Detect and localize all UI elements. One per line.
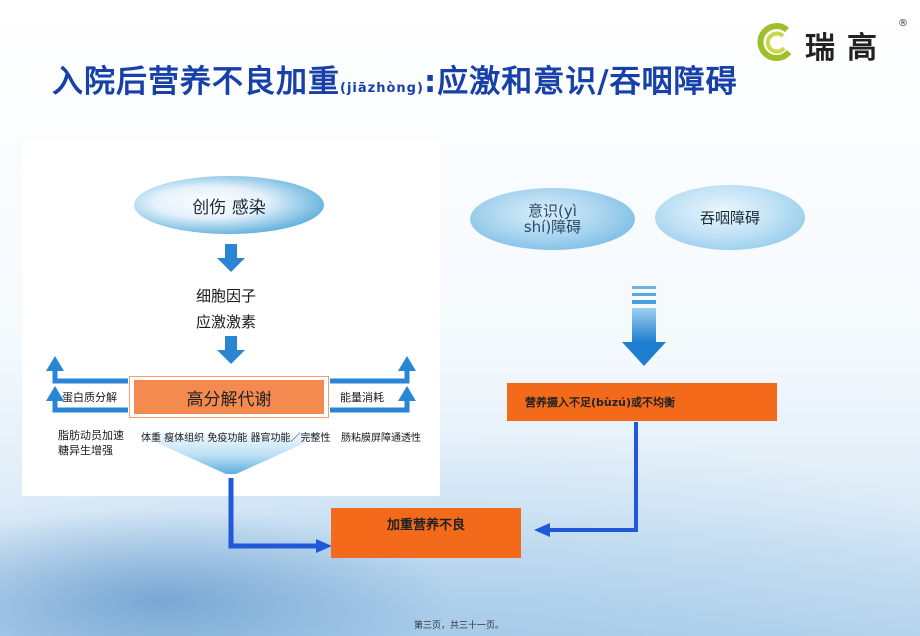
cytokines-line-1: 细胞因子 (196, 287, 257, 305)
consciousness-label: 意识(yì shí)障碍 (523, 202, 582, 236)
catabolism-box: 高分解代谢 (134, 380, 324, 414)
result-box: 加重营养不良 (331, 508, 521, 558)
arrow-down-1 (217, 244, 245, 272)
logo: 瑞高 ® (755, 16, 915, 68)
swallow-label: 吞咽障碍 (699, 209, 760, 227)
body-composition-label: 体重 瘦体组织 免疫功能 器官功能／完整性 (141, 433, 331, 444)
catabolism-label: 高分解代谢 (186, 389, 272, 410)
protein-breakdown-label: 蛋白质分解 (62, 391, 117, 404)
funnel-shape (124, 428, 338, 474)
trauma-infection-ellipse: 创伤 感染 (134, 176, 324, 234)
consciousness-ellipse: 意识(yì shí)障碍 (470, 188, 635, 250)
page-number: 第三页，共三十一页。 (414, 621, 505, 631)
intake-box: 营养摄入不足(bùzú)或不均衡 (507, 383, 777, 421)
arrow-left-up-1 (52, 370, 128, 384)
striped-down-arrow (622, 286, 666, 366)
title-pinyin: (jiāzhòng) (340, 81, 424, 96)
logo-registered-mark: ® (898, 18, 908, 29)
swallow-ellipse: 吞咽障碍 (655, 185, 805, 250)
title-rest: :应激和意识/吞咽障碍 (423, 64, 738, 100)
result-label: 加重营养不良 (386, 518, 465, 533)
arrow-right-up-2 (330, 400, 410, 413)
logo-text: 瑞高 (805, 31, 889, 66)
title-main: 入院后营养不良加重 (52, 64, 340, 100)
right-flow-line (548, 422, 638, 532)
fat-line-2: 糖异生增强 (58, 444, 113, 457)
intake-label: 营养摄入不足(bùzú)或不均衡 (525, 396, 675, 409)
left-flow-line (228, 478, 318, 549)
energy-consumption-label: 能量消耗 (340, 391, 384, 404)
cytokines-line-2: 应激激素 (196, 313, 257, 331)
gut-barrier-label: 肠粘膜屏障通透性 (341, 433, 421, 444)
right-flow-arrowhead (534, 523, 550, 537)
fat-mobilization-text: 脂肪动员加速 糖异生增强 (58, 428, 124, 458)
arrow-right-up-1 (330, 370, 410, 384)
cytokines-text: 细胞因子 应激激素 (196, 283, 256, 335)
trauma-infection-label: 创伤 感染 (192, 197, 266, 218)
page-title: 入院后营养不良加重(jiāzhòng):应激和意识/吞咽障碍 (52, 56, 738, 101)
left-flow-arrowhead (316, 539, 332, 553)
arrow-left-up-2 (52, 400, 128, 413)
logo-mark-icon (757, 23, 792, 62)
fat-line-1: 脂肪动员加速 (58, 429, 124, 442)
arrow-down-2 (217, 336, 245, 364)
